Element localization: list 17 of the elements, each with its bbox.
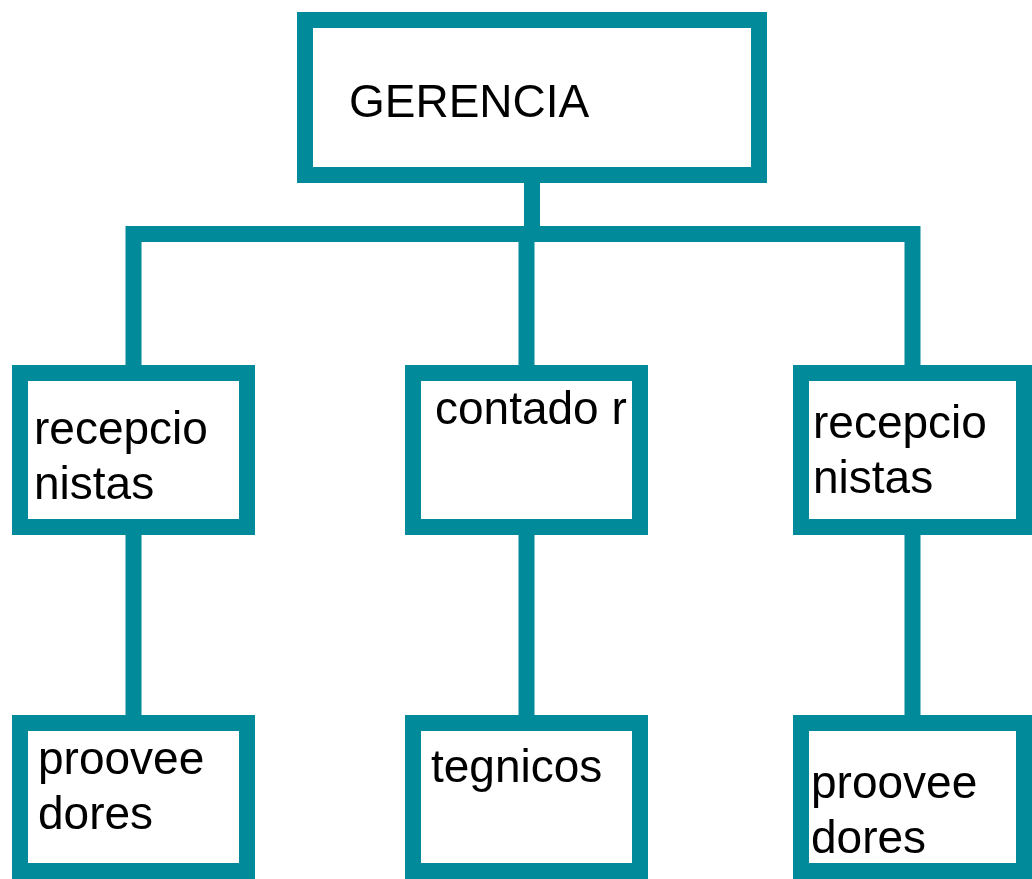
org-box <box>793 365 1032 535</box>
box-label: GERENCIA <box>349 74 591 129</box>
box-label: recepcio nistas <box>34 401 209 512</box>
org-box <box>12 365 255 535</box>
box-label: recepcio nistas <box>813 395 988 506</box>
box-label: tegnicos <box>431 739 604 794</box>
box-label: contado r <box>435 381 628 436</box>
org-box <box>297 12 767 183</box>
connector-line <box>904 535 921 715</box>
box-label: proovee dores <box>38 731 206 842</box>
org-box <box>405 365 648 535</box>
org-box <box>405 715 648 879</box>
box-label: proovee dores <box>811 755 979 866</box>
org-box <box>793 715 1032 879</box>
org-box <box>12 715 255 879</box>
connector-line <box>125 535 142 715</box>
connector-line <box>518 535 535 715</box>
